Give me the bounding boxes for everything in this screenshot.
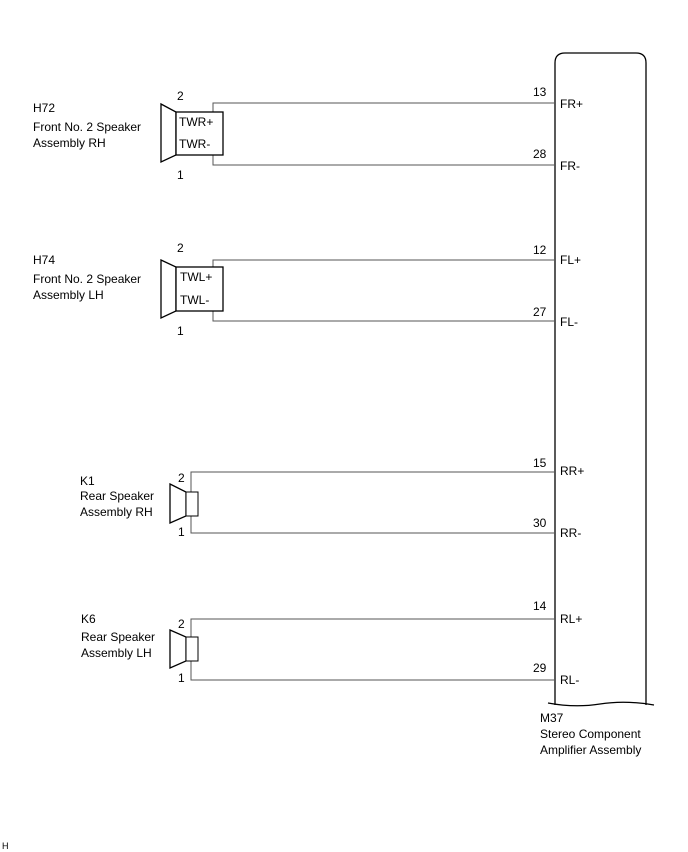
- speaker-terminal-label-twl-plus: TWL+: [180, 270, 212, 284]
- speaker-name-line-1-h72: Front No. 2 Speaker: [33, 120, 141, 134]
- amp-pin-number-fl-plus: 12: [533, 243, 547, 257]
- speaker-terminal-label-twr-minus: TWR-: [179, 137, 210, 151]
- speaker-pin-bottom-h74: 1: [177, 324, 184, 338]
- amplifier-outline: [554, 52, 647, 705]
- speaker-pin-top-k6: 2: [178, 617, 185, 631]
- wire-fr-minus: [212, 150, 555, 166]
- speaker-pin-top-k1: 2: [178, 471, 185, 485]
- footer-mark: H: [2, 841, 9, 851]
- amp-pin-number-rr-minus: 30: [533, 516, 547, 530]
- wire-fl-plus: [212, 259, 555, 272]
- speaker-name-line-1-k6: Rear Speaker: [81, 630, 155, 644]
- speaker-code-k6: K6: [81, 612, 96, 626]
- amp-pin-number-fl-minus: 27: [533, 305, 547, 319]
- amp-pin-label-fr-plus: FR+: [560, 97, 583, 111]
- speaker-pin-bottom-h72: 1: [177, 168, 184, 182]
- speaker-terminal-label-twr-plus: TWR+: [179, 115, 213, 129]
- speaker-pin-top-h74: 2: [177, 241, 184, 255]
- speaker-k6: [169, 629, 199, 669]
- speaker-name-line-2-h72: Assembly RH: [33, 136, 106, 150]
- amp-pin-number-rl-minus: 29: [533, 661, 547, 675]
- speaker-pin-bottom-k1: 1: [178, 525, 185, 539]
- amp-pin-label-fl-minus: FL-: [560, 315, 578, 329]
- speaker-name-line-1-k1: Rear Speaker: [80, 489, 154, 503]
- amp-pin-number-fr-minus: 28: [533, 147, 547, 161]
- speaker-pin-top-h72: 2: [177, 89, 184, 103]
- speaker-icon: [169, 482, 187, 524]
- amp-pin-label-rr-minus: RR-: [560, 526, 581, 540]
- speaker-h72: [160, 102, 224, 164]
- speaker-icon: [169, 629, 187, 669]
- amplifier-name-line-2: Amplifier Assembly: [540, 743, 641, 757]
- speaker-name-line-2-h74: Assembly LH: [33, 288, 104, 302]
- wire-rl-minus: [190, 661, 555, 681]
- wire-rl-plus: [190, 618, 555, 637]
- speaker-k1: [169, 482, 199, 524]
- speaker-icon: [160, 258, 177, 320]
- amp-pin-number-rr-plus: 15: [533, 456, 547, 470]
- amp-pin-number-rl-plus: 14: [533, 599, 547, 613]
- speaker-name-line-1-h74: Front No. 2 Speaker: [33, 272, 141, 286]
- wire-rr-plus: [190, 471, 555, 492]
- wire-fr-plus: [212, 102, 555, 117]
- speaker-terminal-block: [185, 636, 199, 662]
- amplifier-break-line: [547, 701, 655, 707]
- speaker-pin-bottom-k6: 1: [178, 671, 185, 685]
- amp-pin-number-fr-plus: 13: [533, 85, 547, 99]
- speaker-icon: [160, 102, 177, 164]
- speaker-code-h74: H74: [33, 253, 55, 267]
- speaker-code-k1: K1: [80, 474, 95, 488]
- amp-pin-label-rl-plus: RL+: [560, 612, 582, 626]
- amplifier-box: [547, 52, 655, 707]
- speaker-name-line-2-k1: Assembly RH: [80, 505, 153, 519]
- speaker-terminal-label-twl-minus: TWL-: [180, 293, 209, 307]
- wire-fl-minus: [212, 305, 555, 322]
- amp-pin-label-fr-minus: FR-: [560, 159, 580, 173]
- amp-pin-label-rl-minus: RL-: [560, 673, 579, 687]
- speaker-terminal-block: [175, 111, 224, 156]
- amplifier-code: M37: [540, 711, 564, 725]
- wires: [190, 102, 555, 681]
- wire-rr-minus: [190, 516, 555, 534]
- speaker-terminal-block: [185, 491, 199, 517]
- amplifier-name-line-1: Stereo Component: [540, 727, 641, 741]
- speaker-h74: [160, 258, 224, 320]
- speaker-code-h72: H72: [33, 101, 55, 115]
- amp-pin-label-fl-plus: FL+: [560, 253, 581, 267]
- amp-pin-label-rr-plus: RR+: [560, 464, 584, 478]
- speaker-name-line-2-k6: Assembly LH: [81, 646, 152, 660]
- speaker-terminal-block: [175, 266, 224, 312]
